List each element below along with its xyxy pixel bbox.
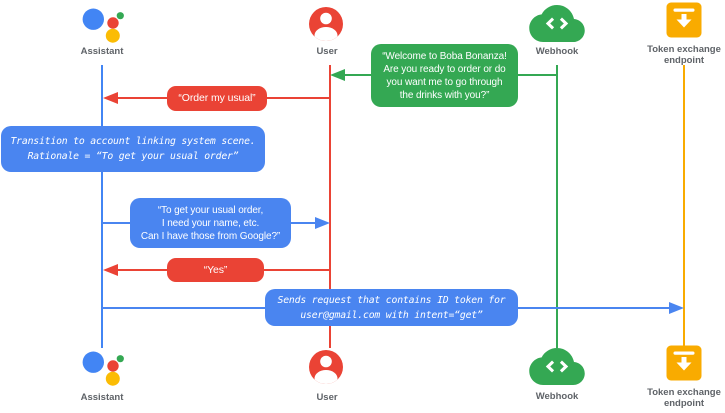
user-account-icon	[309, 350, 343, 384]
download-box-icon	[666, 345, 702, 381]
assistant-lifeline	[101, 65, 103, 348]
cloud-code-icon	[529, 5, 585, 42]
send-request-bubble: Sends request that contains ID token for…	[265, 289, 518, 326]
cloud-code-icon	[529, 348, 585, 385]
token-endpoint-lifeline	[683, 65, 685, 348]
order-usual-arrowhead-icon	[103, 92, 118, 104]
google-assistant-icon	[82, 351, 124, 386]
yes-arrowhead-icon	[103, 264, 118, 276]
yes-bubble: “Yes”	[167, 258, 264, 282]
google-assistant-icon	[82, 8, 124, 43]
user-label-bottom: User	[316, 392, 338, 403]
user-label-top: User	[316, 46, 338, 57]
ask-info-arrowhead-icon	[315, 217, 330, 229]
order-usual-bubble: “Order my usual”	[167, 86, 267, 111]
ask-info-bubble: “To get your usual order, I need your na…	[130, 198, 291, 248]
webhook-label-top: Webhook	[535, 46, 579, 57]
user-lifeline	[329, 65, 331, 348]
welcome-message-bubble: “Welcome to Boba Bonanza! Are you ready …	[371, 44, 518, 107]
webhook-label-bottom: Webhook	[535, 391, 579, 402]
download-box-icon	[666, 2, 702, 38]
token-endpoint-label-bottom: Token exchange endpoint	[647, 387, 721, 409]
webhook-lifeline	[556, 65, 558, 348]
assistant-label-top: Assistant	[80, 46, 124, 57]
assistant-label-bottom: Assistant	[80, 392, 124, 403]
welcome-arrowhead-icon	[330, 69, 345, 81]
send-request-arrowhead-icon	[669, 302, 684, 314]
token-endpoint-label-top: Token exchange endpoint	[647, 44, 721, 66]
user-account-icon	[309, 7, 343, 41]
transition-note: Transition to account linking system sce…	[1, 126, 265, 172]
